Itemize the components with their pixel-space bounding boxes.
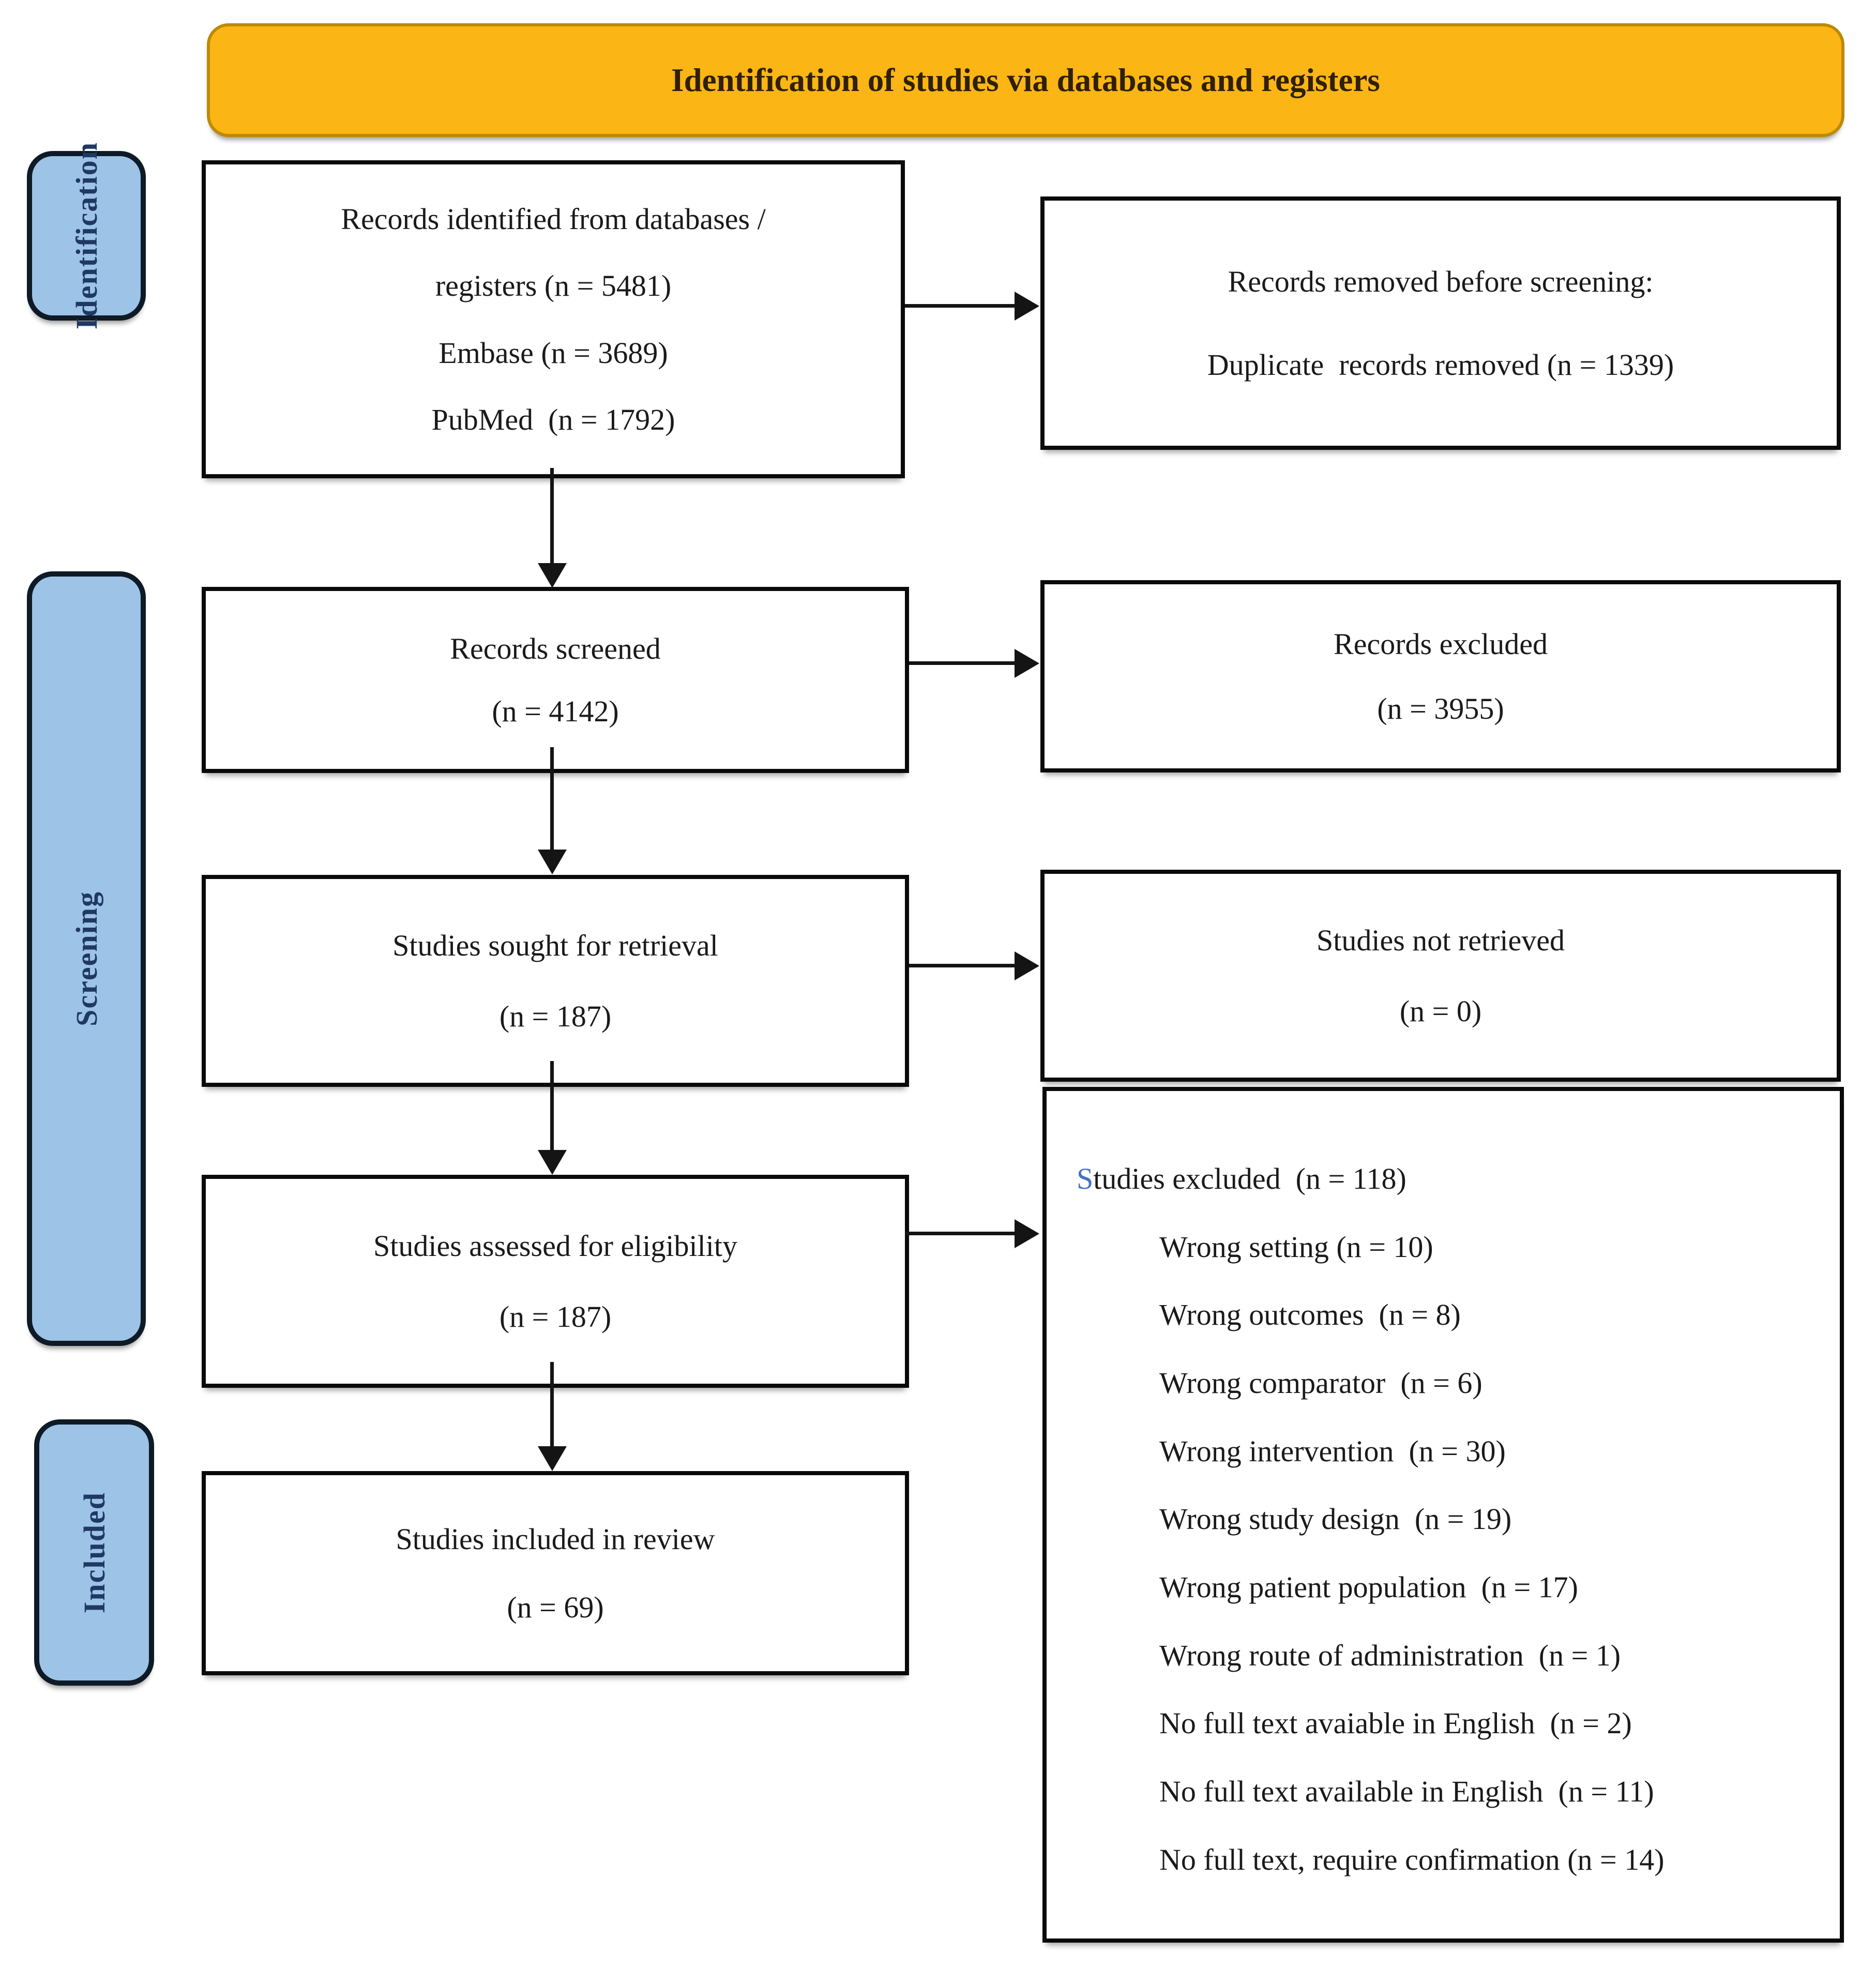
box-records-screened: Records screened (n = 4142) bbox=[202, 587, 909, 773]
text-line: Records identified from databases / bbox=[341, 202, 766, 236]
header-banner: Identification of studies via databases … bbox=[207, 23, 1844, 137]
arrowhead-down-icon bbox=[538, 563, 567, 588]
excluded-reason-list: Wrong setting (n = 10) Wrong outcomes (n… bbox=[1159, 1213, 1840, 1894]
arrow-line bbox=[550, 1362, 554, 1449]
box-records-excluded: Records excluded (n = 3955) bbox=[1040, 580, 1841, 773]
sidebar-stage-screening: Screening bbox=[27, 571, 146, 1346]
sidebar-stage-label: Identification bbox=[69, 142, 103, 330]
arrow-line bbox=[909, 964, 1017, 967]
arrowhead-right-icon bbox=[1015, 1219, 1039, 1248]
excluded-reason: Wrong study design (n = 19) bbox=[1159, 1502, 1512, 1536]
sidebar-stage-included: Included bbox=[34, 1419, 154, 1686]
arrowhead-right-icon bbox=[1015, 649, 1039, 678]
sidebar-stage-identification: Identification bbox=[27, 142, 146, 330]
arrowhead-right-icon bbox=[1015, 292, 1039, 321]
box-records-removed: Records removed before screening: Duplic… bbox=[1040, 196, 1841, 450]
box-studies-excluded: Studies excluded (n = 118) Wrong setting… bbox=[1042, 1087, 1844, 1943]
text-line: Duplicate records removed (n = 1339) bbox=[1207, 347, 1674, 382]
excluded-title: Studies excluded (n = 118) bbox=[1077, 1162, 1406, 1195]
arrowhead-down-icon bbox=[538, 1446, 567, 1471]
text-line: Studies sought for retrieval bbox=[392, 929, 718, 962]
text-line: (n = 187) bbox=[499, 1300, 612, 1334]
excluded-reason: No full text, require confirmation (n = … bbox=[1159, 1842, 1665, 1876]
excluded-reason: Wrong route of administration (n = 1) bbox=[1159, 1638, 1621, 1672]
box-studies-assessed: Studies assessed for eligibility (n = 18… bbox=[202, 1175, 909, 1388]
header-title: Identification of studies via databases … bbox=[671, 62, 1380, 98]
sidebar-stage-label: Screening bbox=[69, 891, 103, 1026]
excluded-reason: Wrong intervention (n = 30) bbox=[1159, 1434, 1506, 1468]
text-line: PubMed (n = 1792) bbox=[431, 402, 675, 436]
box-records-identified: Records identified from databases / regi… bbox=[202, 160, 905, 478]
text-line: (n = 4142) bbox=[492, 694, 619, 728]
text-line: Records screened bbox=[450, 632, 661, 666]
excluded-reason: No full text avaiable in English (n = 2) bbox=[1159, 1706, 1632, 1740]
sidebar-stage-label: Included bbox=[77, 1491, 111, 1614]
arrowhead-down-icon bbox=[538, 850, 567, 874]
excluded-reason: Wrong patient population (n = 17) bbox=[1159, 1570, 1578, 1604]
excluded-reason: Wrong comparator (n = 6) bbox=[1159, 1366, 1482, 1400]
box-studies-sought: Studies sought for retrieval (n = 187) bbox=[202, 875, 909, 1087]
text-line: Embase (n = 3689) bbox=[438, 336, 668, 370]
arrow-line bbox=[550, 468, 554, 566]
text-line: registers (n = 5481) bbox=[435, 269, 672, 303]
arrow-line bbox=[550, 1061, 554, 1152]
text-line: Studies not retrieved bbox=[1316, 923, 1565, 957]
text-line: (n = 0) bbox=[1399, 994, 1482, 1028]
arrowhead-down-icon bbox=[538, 1150, 567, 1175]
text-line: (n = 187) bbox=[499, 999, 612, 1033]
arrow-line bbox=[905, 304, 1017, 308]
arrowhead-right-icon bbox=[1015, 951, 1039, 980]
box-studies-included: Studies included in review (n = 69) bbox=[202, 1471, 909, 1675]
excluded-reason: Wrong setting (n = 10) bbox=[1159, 1230, 1433, 1264]
arrow-line bbox=[550, 747, 554, 851]
text-line: (n = 3955) bbox=[1377, 691, 1504, 725]
text-line: Records excluded bbox=[1334, 627, 1548, 661]
arrow-line bbox=[905, 1232, 1017, 1235]
excluded-reason: Wrong outcomes (n = 8) bbox=[1159, 1298, 1461, 1332]
text-line: Studies included in review bbox=[396, 1522, 715, 1556]
text-line: Records removed before screening: bbox=[1228, 265, 1654, 299]
text-line: (n = 69) bbox=[507, 1591, 604, 1624]
excluded-reason: No full text available in English (n = 1… bbox=[1159, 1774, 1654, 1808]
arrow-line bbox=[909, 661, 1017, 665]
box-studies-not-retrieved: Studies not retrieved (n = 0) bbox=[1040, 870, 1841, 1082]
text-line: Studies assessed for eligibility bbox=[373, 1229, 737, 1263]
